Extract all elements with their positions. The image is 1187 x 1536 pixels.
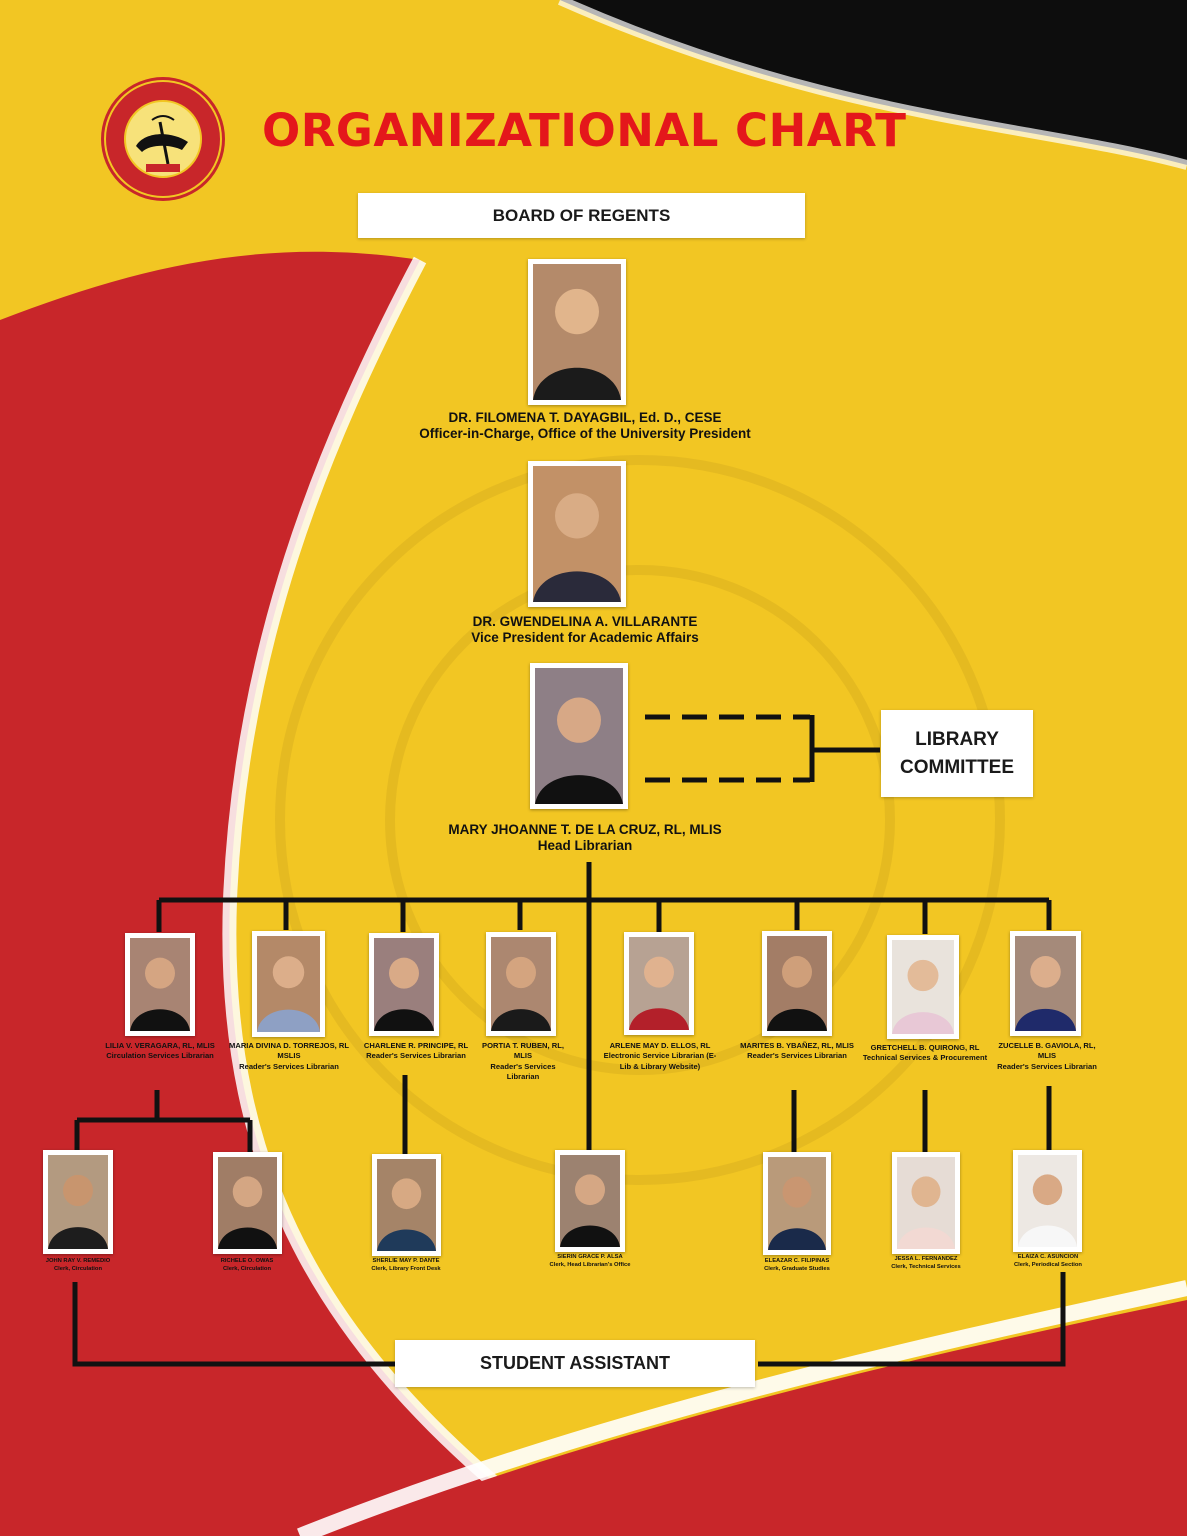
exec-photo-1 [528, 259, 626, 405]
clerk-name: ELAIZA C. ASUNCION [1017, 1254, 1079, 1260]
exec-photo-2 [528, 461, 626, 607]
librarian-photo-2 [252, 931, 325, 1037]
clerk-label-6: JESSA L. FERNANDEZ Clerk, Technical Serv… [866, 1256, 986, 1272]
clerk-role: Clerk, Circulation [54, 1265, 102, 1272]
board-of-regents-label: BOARD OF REGENTS [492, 205, 671, 225]
exec-label-3: MARY JHOANNE T. DE LA CRUZ, RL, MLIS Hea… [310, 822, 860, 854]
librarian-role: Reader's Services Librarian [490, 1061, 556, 1081]
clerk-role: Clerk, Head Librarian's Office [549, 1261, 631, 1268]
exec-name: DR. FILOMENA T. DAYAGBIL, Ed. D., CESE [448, 410, 722, 425]
clerk-label-5: ELEAZAR C. FILIPINAS Clerk, Graduate Stu… [737, 1258, 857, 1274]
librarian-photo-3 [369, 933, 439, 1036]
university-seal-logo [100, 76, 226, 202]
librarian-label-4: PORTIA T. RUBEN, RL, MLIS Reader's Servi… [480, 1041, 566, 1082]
librarian-role: Reader's Services Librarian [366, 1051, 466, 1061]
board-of-regents-box: BOARD OF REGENTS [358, 193, 805, 238]
librarian-name: MARITES B. YBAÑEZ, RL, MLIS [740, 1041, 854, 1050]
student-assistant-label: STUDENT ASSISTANT [479, 1353, 670, 1373]
librarian-label-1: LILIA V. VERAGARA, RL, MLIS Circulation … [100, 1041, 220, 1062]
clerk-name: JESSA L. FERNANDEZ [894, 1256, 958, 1262]
exec-role: Head Librarian [537, 838, 633, 854]
librarian-role: Circulation Services Librarian [106, 1051, 214, 1061]
librarian-role: Technical Services & Procurement [862, 1053, 988, 1063]
librarian-name: CHARLENE R. PRINCIPE, RL [363, 1041, 469, 1050]
exec-label-1: DR. FILOMENA T. DAYAGBIL, Ed. D., CESE O… [310, 410, 860, 442]
clerk-role: Clerk, Library Front Desk [371, 1265, 441, 1272]
librarian-label-6: MARITES B. YBAÑEZ, RL, MLIS Reader's Ser… [737, 1041, 857, 1062]
librarian-photo-8 [1010, 931, 1081, 1036]
exec-role: Vice President for Academic Affairs [471, 630, 699, 646]
librarian-role: Electronic Service Librarian (E-Lib & Li… [603, 1051, 717, 1071]
clerk-label-4: SIERIN GRACE P. ALSA Clerk, Head Librari… [525, 1254, 655, 1270]
clerk-photo-4 [555, 1150, 625, 1252]
clerk-label-1: JOHN RAY V. REMEDIO Clerk, Circulation [18, 1258, 138, 1274]
librarian-photo-5 [624, 932, 694, 1035]
clerk-name: ELEAZAR C. FILIPINAS [764, 1258, 830, 1264]
librarian-name: PORTIA T. RUBEN, RL, MLIS [482, 1041, 564, 1061]
librarian-label-5: ARLENE MAY D. ELLOS, RL Electronic Servi… [600, 1041, 720, 1072]
clerk-photo-1 [43, 1150, 113, 1254]
librarian-role: Reader's Services Librarian [239, 1061, 339, 1071]
page-title: ORGANIZATIONAL CHART [262, 104, 907, 157]
library-committee-line1: LIBRARY [915, 728, 999, 750]
librarian-name: GRETCHELL B. QUIRONG, RL [870, 1043, 980, 1052]
librarian-label-7: GRETCHELL B. QUIRONG, RL Technical Servi… [862, 1043, 988, 1064]
clerk-photo-7 [1013, 1150, 1082, 1252]
librarian-photo-4 [486, 932, 556, 1036]
librarian-name: LILIA V. VERAGARA, RL, MLIS [105, 1041, 215, 1050]
librarian-name: MARIA DIVINA D. TORREJOS, RL MSLIS [229, 1041, 349, 1061]
clerk-label-7: ELAIZA C. ASUNCION Clerk, Periodical Sec… [988, 1254, 1108, 1270]
librarian-photo-1 [125, 933, 195, 1036]
clerk-role: Clerk, Periodical Section [1014, 1261, 1082, 1268]
clerk-name: SIERIN GRACE P. ALSA [557, 1254, 623, 1260]
librarian-name: ZUCELLE B. GAVIOLA, RL, MLIS [998, 1041, 1096, 1061]
librarian-role: Reader's Services Librarian [747, 1051, 847, 1061]
clerk-role: Clerk, Graduate Studies [764, 1265, 830, 1272]
exec-label-2: DR. GWENDELINA A. VILLARANTE Vice Presid… [310, 614, 860, 646]
student-assistant-box: STUDENT ASSISTANT [395, 1340, 755, 1387]
clerk-photo-5 [763, 1152, 831, 1255]
librarian-role: Reader's Services Librarian [997, 1061, 1097, 1071]
clerk-label-3: SHERLIE MAY P. DANTE Clerk, Library Fron… [346, 1258, 466, 1274]
clerk-role: Clerk, Technical Services [891, 1263, 961, 1270]
librarian-label-3: CHARLENE R. PRINCIPE, RL Reader's Servic… [353, 1041, 479, 1062]
clerk-photo-2 [213, 1152, 282, 1254]
librarian-label-2: MARIA DIVINA D. TORREJOS, RL MSLIS Reade… [224, 1041, 354, 1072]
exec-name: MARY JHOANNE T. DE LA CRUZ, RL, MLIS [448, 822, 722, 837]
clerk-name: SHERLIE MAY P. DANTE [372, 1258, 440, 1264]
library-committee-line2: COMMITTEE [900, 756, 1014, 778]
clerk-photo-6 [892, 1152, 960, 1254]
librarian-label-8: ZUCELLE B. GAVIOLA, RL, MLIS Reader's Se… [995, 1041, 1099, 1072]
librarian-photo-6 [762, 931, 832, 1036]
clerk-name: RICHELE O. OWAS [220, 1258, 274, 1264]
exec-role: Officer-in-Charge, Office of the Univers… [419, 426, 751, 442]
librarian-photo-7 [887, 935, 959, 1039]
exec-photo-3 [530, 663, 628, 809]
exec-name: DR. GWENDELINA A. VILLARANTE [472, 614, 698, 629]
library-committee-box: LIBRARY COMMITTEE [881, 710, 1033, 797]
clerk-photo-3 [372, 1154, 441, 1256]
clerk-label-2: RICHELE O. OWAS Clerk, Circulation [188, 1258, 306, 1274]
librarian-name: ARLENE MAY D. ELLOS, RL [609, 1041, 711, 1050]
clerk-role: Clerk, Circulation [223, 1265, 271, 1272]
clerk-name: JOHN RAY V. REMEDIO [45, 1258, 111, 1264]
